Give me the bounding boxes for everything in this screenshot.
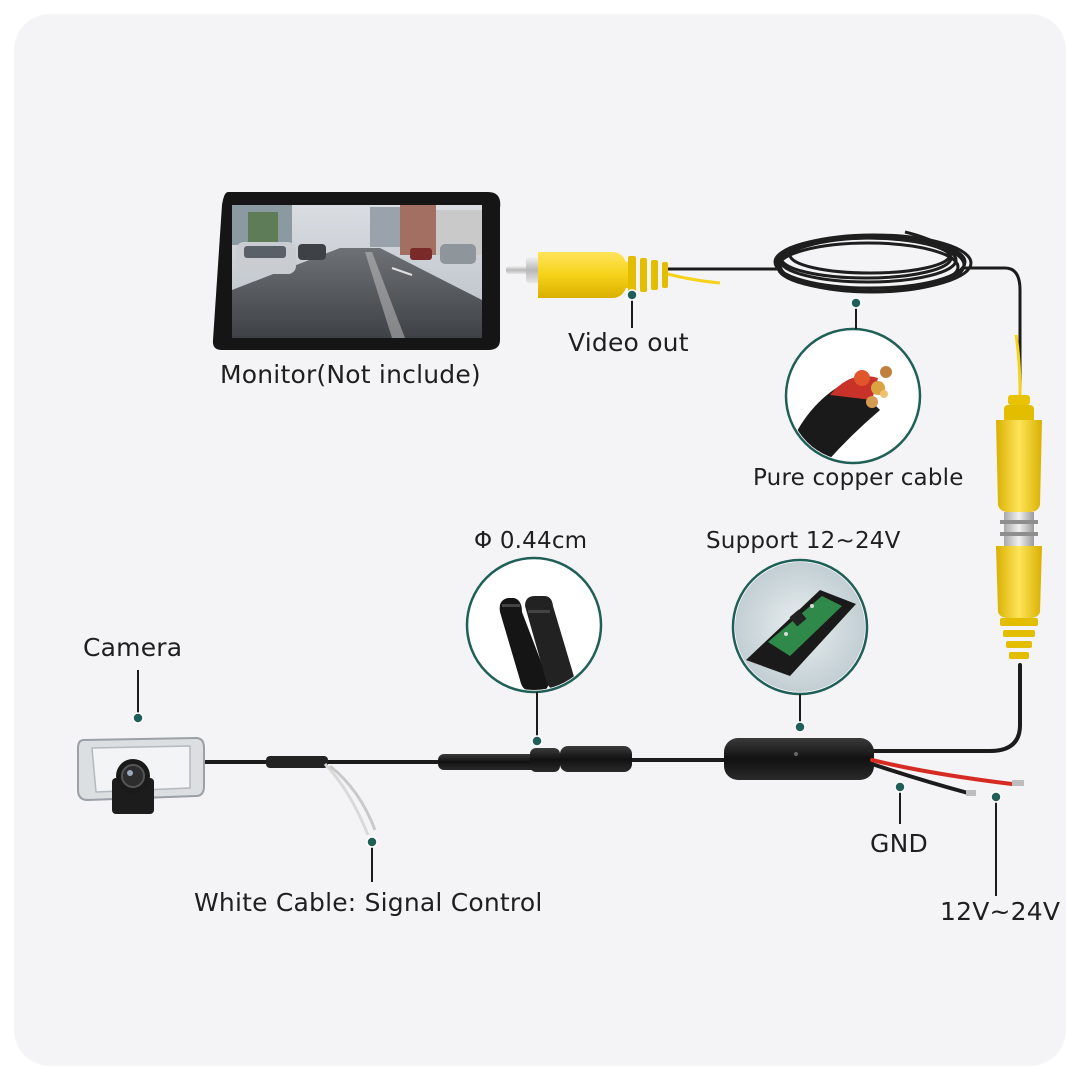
rca-plug-icon xyxy=(506,252,721,298)
diameter-label: Φ 0.44cm xyxy=(474,528,588,554)
support-voltage-label: Support 12~24V xyxy=(706,528,901,554)
control-box-callout xyxy=(731,558,869,696)
gnd-label: GND xyxy=(870,829,928,858)
aviation-connector-icon xyxy=(438,746,632,772)
white-cable-label: White Cable: Signal Control xyxy=(194,888,543,917)
diagram-card xyxy=(14,14,1066,1066)
control-box-icon xyxy=(724,738,874,780)
rca-coupler-icon xyxy=(996,334,1042,659)
cable-coil-icon xyxy=(773,230,973,294)
power-range-label: 12V~24V xyxy=(940,897,1061,926)
monitor-label: Monitor(Not include) xyxy=(220,360,481,389)
camera-label: Camera xyxy=(83,633,183,662)
video-out-label: Video out xyxy=(568,328,689,357)
connector-callout xyxy=(465,556,603,694)
white-signal-wires xyxy=(266,756,377,836)
power-leads xyxy=(870,758,1024,796)
camera-icon xyxy=(77,736,205,814)
copper-cable-callout xyxy=(784,327,922,465)
pure-copper-cable-label: Pure copper cable xyxy=(753,465,964,491)
monitor-screen-icon xyxy=(212,192,501,350)
leader-dots xyxy=(132,289,1002,848)
